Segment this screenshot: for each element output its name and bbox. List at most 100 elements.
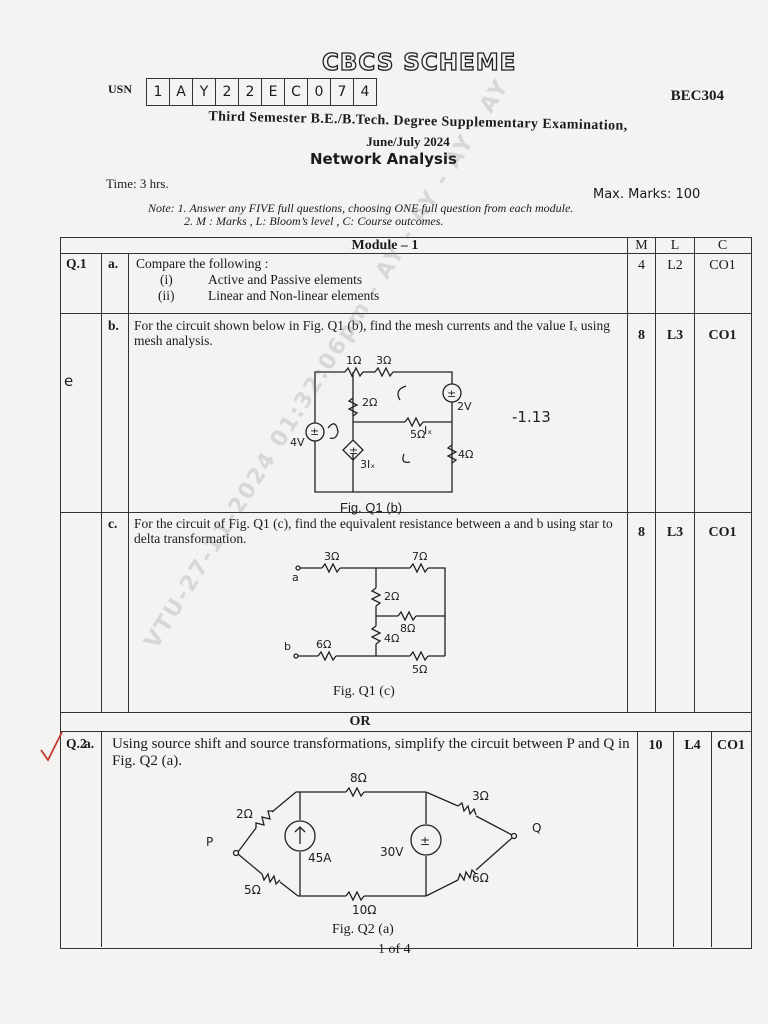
resistor-label: 2Ω: [236, 807, 253, 821]
question-text: Using source shift and source transforma…: [112, 736, 630, 769]
figure-caption: Fig. Q2 (a): [332, 922, 394, 937]
usn-char: 7: [331, 78, 354, 106]
resistor-label: 6Ω: [316, 638, 331, 651]
current-label: Iₓ: [424, 424, 432, 437]
exam-title: Third Semester B.E./B.Tech. Degree Suppl…: [208, 109, 628, 134]
scheme-title: CBCS SCHEME: [321, 49, 517, 76]
resistor-label: 4Ω: [384, 632, 399, 645]
usn-char: 2: [239, 78, 262, 106]
resistor-label: 5Ω: [412, 663, 427, 676]
level-value: L4: [684, 738, 701, 753]
col-divider: [673, 731, 674, 947]
circuit-q1b: ± ± ± 1Ω 3Ω 2Ω 5Ω 4Ω 4V 2V 3Iₓ Iₓ: [290, 354, 473, 493]
checkmark-icon: [40, 731, 63, 762]
col-divider: [101, 253, 102, 712]
col-divider: [711, 731, 712, 947]
max-marks: Max. Marks: 100: [593, 187, 701, 202]
question-text: For the circuit shown below in Fig. Q1 (…: [134, 318, 610, 348]
co-value: CO1: [708, 525, 737, 540]
col-divider: [655, 237, 656, 712]
resistor-label: 8Ω: [400, 622, 415, 635]
resistor-label: 3Ω: [324, 550, 339, 563]
exam-session: June/July 2024: [366, 134, 450, 149]
part-label: a.: [84, 736, 95, 751]
part-label: a.: [108, 256, 119, 271]
resistor-label: 7Ω: [412, 550, 427, 563]
sub-item-number: (i): [160, 272, 173, 287]
question-number: Q.1: [66, 256, 87, 271]
usn-char: Y: [193, 78, 216, 106]
question-text: For the circuit of Fig. Q1 (c), find the…: [134, 516, 613, 546]
col-divider: [128, 253, 129, 712]
source-label: 45A: [308, 851, 332, 865]
source-label: 4V: [290, 436, 305, 449]
source-label: 30V: [380, 845, 404, 859]
svg-text:±: ±: [349, 444, 358, 457]
svg-text:±: ±: [447, 387, 456, 400]
page-number: 1 of 4: [378, 942, 411, 957]
part-label: b.: [108, 318, 119, 333]
resistor-label: 5Ω: [410, 428, 425, 441]
col-header-level: L: [670, 238, 680, 253]
terminal-label: Q: [532, 821, 541, 835]
resistor-label: 1Ω: [346, 354, 361, 367]
question-number: Q.2: [66, 736, 87, 751]
handwritten-answer: -1.13: [512, 408, 551, 426]
module-heading: Module – 1: [351, 238, 419, 253]
marks-value: 4: [638, 258, 645, 273]
level-value: L3: [666, 328, 684, 343]
col-header-co: C: [717, 238, 728, 253]
svg-text:±: ±: [310, 425, 319, 438]
subject-code: BEC304: [670, 88, 724, 104]
co-value: CO1: [709, 258, 736, 273]
resistor-label: 5Ω: [244, 883, 261, 897]
usn-char: 1: [146, 78, 170, 106]
col-header-marks: M: [635, 238, 648, 253]
marks-value: 8: [638, 328, 645, 343]
co-value: CO1: [708, 328, 737, 343]
usn-char: 4: [354, 78, 377, 106]
usn-boxes: 1 A Y 2 2 E C 0 7 4: [146, 78, 377, 106]
question-text: Compare the following :: [136, 256, 269, 271]
subject-title: Network Analysis: [310, 150, 457, 168]
marks-value: 8: [638, 525, 645, 540]
row-divider: [60, 512, 752, 513]
resistor-label: 3Ω: [376, 354, 391, 367]
co-value: CO1: [717, 738, 745, 753]
or-separator: OR: [349, 714, 371, 729]
row-divider: [60, 731, 752, 732]
usn-label: USN: [108, 82, 133, 96]
usn-char: 0: [308, 78, 331, 106]
row-divider: [60, 313, 752, 314]
question-table: [60, 237, 752, 949]
figure-caption: Fig. Q1 (b): [340, 500, 403, 515]
col-divider: [694, 237, 695, 712]
source-label: 2V: [457, 400, 472, 413]
usn-char: A: [170, 78, 193, 106]
col-divider: [101, 731, 102, 947]
row-divider: [60, 712, 752, 713]
row-divider: [60, 253, 752, 254]
marks-value: 10: [648, 738, 663, 753]
instruction-note-1: Note: 1. Answer any FIVE full questions,…: [148, 201, 574, 215]
resistor-label: 2Ω: [384, 590, 399, 603]
resistor-label: 2Ω: [362, 396, 377, 409]
circuit-q1c: a b 3Ω 7Ω 2Ω 8Ω 4Ω 6Ω 5Ω: [284, 550, 446, 676]
margin-mark: e: [64, 372, 74, 390]
usn-char: 2: [216, 78, 239, 106]
circuit-q2a: ± P Q 2Ω 8Ω 3Ω 5Ω 10Ω 6Ω 45A 30V: [206, 771, 541, 917]
level-value: L2: [667, 258, 683, 273]
instruction-note-2: 2. M : Marks , L: Bloom’s level , C: Cou…: [184, 214, 444, 228]
col-divider: [637, 731, 638, 947]
sub-item-number: (ii): [158, 288, 175, 303]
time-allowed: Time: 3 hrs.: [106, 176, 169, 191]
resistor-label: 3Ω: [472, 789, 489, 803]
resistor-label: 8Ω: [350, 771, 367, 785]
resistor-label: 4Ω: [458, 448, 473, 461]
part-label: c.: [108, 516, 118, 531]
usn-char: C: [285, 78, 308, 106]
figure-caption: Fig. Q1 (c): [333, 684, 395, 699]
col-divider: [627, 237, 628, 712]
svg-text:±: ±: [420, 834, 430, 848]
resistor-label: 6Ω: [472, 871, 489, 885]
